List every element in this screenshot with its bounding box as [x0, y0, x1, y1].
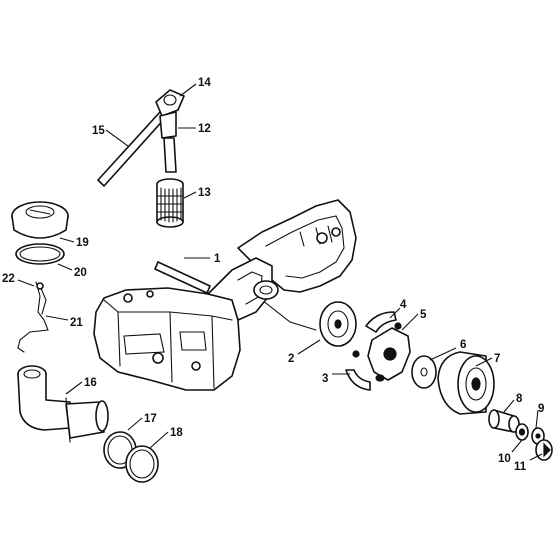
- part-18-ring: [125, 445, 159, 483]
- callout-22: 22: [2, 273, 15, 285]
- callout-7: 7: [494, 353, 500, 365]
- part-12-fitting: [159, 111, 177, 139]
- callout-5: 5: [420, 309, 427, 321]
- callout-labels: 1 2 3 4 5 6 7 8 9 10 11 12 13 14 15 16 1…: [2, 77, 544, 473]
- callout-14: 14: [198, 77, 211, 89]
- callout-11: 11: [514, 461, 527, 473]
- crankcase-housing: [93, 199, 357, 391]
- part-8-bearing: [488, 409, 520, 433]
- part-21-22-clip: [17, 281, 49, 353]
- callout-9: 9: [538, 403, 544, 415]
- callout-12: 12: [198, 123, 211, 135]
- callout-17: 17: [144, 413, 157, 425]
- callout-3: 3: [322, 373, 328, 385]
- part-6-washer: [411, 355, 437, 389]
- part-11-clip: [535, 439, 553, 461]
- callout-15: 15: [92, 125, 105, 137]
- callout-10: 10: [498, 453, 511, 465]
- oil-pickup-assembly: [97, 89, 185, 228]
- callout-13: 13: [198, 187, 211, 199]
- callout-19: 19: [76, 237, 89, 249]
- callout-8: 8: [516, 393, 523, 405]
- callout-4: 4: [400, 299, 407, 311]
- part-7-drum: [437, 351, 495, 415]
- part-4-clutch-shoe: [365, 311, 397, 333]
- part-14-fitting: [155, 89, 185, 117]
- callout-6: 6: [460, 339, 466, 351]
- part-13-filter: [156, 178, 184, 228]
- callout-20: 20: [74, 267, 87, 279]
- part-16-elbow: [17, 365, 109, 443]
- part-5-clutch-spring: [352, 322, 411, 381]
- part-20-ring: [15, 243, 65, 265]
- part-15-hose: [97, 111, 167, 187]
- part-10-nut: [515, 423, 529, 441]
- callout-2: 2: [288, 353, 294, 365]
- part-1-rod: [154, 261, 211, 294]
- callout-21: 21: [70, 317, 83, 329]
- part-3-clutch-shoe: [345, 369, 385, 391]
- callout-1: 1: [214, 253, 221, 265]
- callout-18: 18: [170, 427, 183, 439]
- leader-lines: [17, 83, 543, 461]
- part-19-cap: [11, 201, 69, 239]
- callout-16: 16: [84, 377, 97, 389]
